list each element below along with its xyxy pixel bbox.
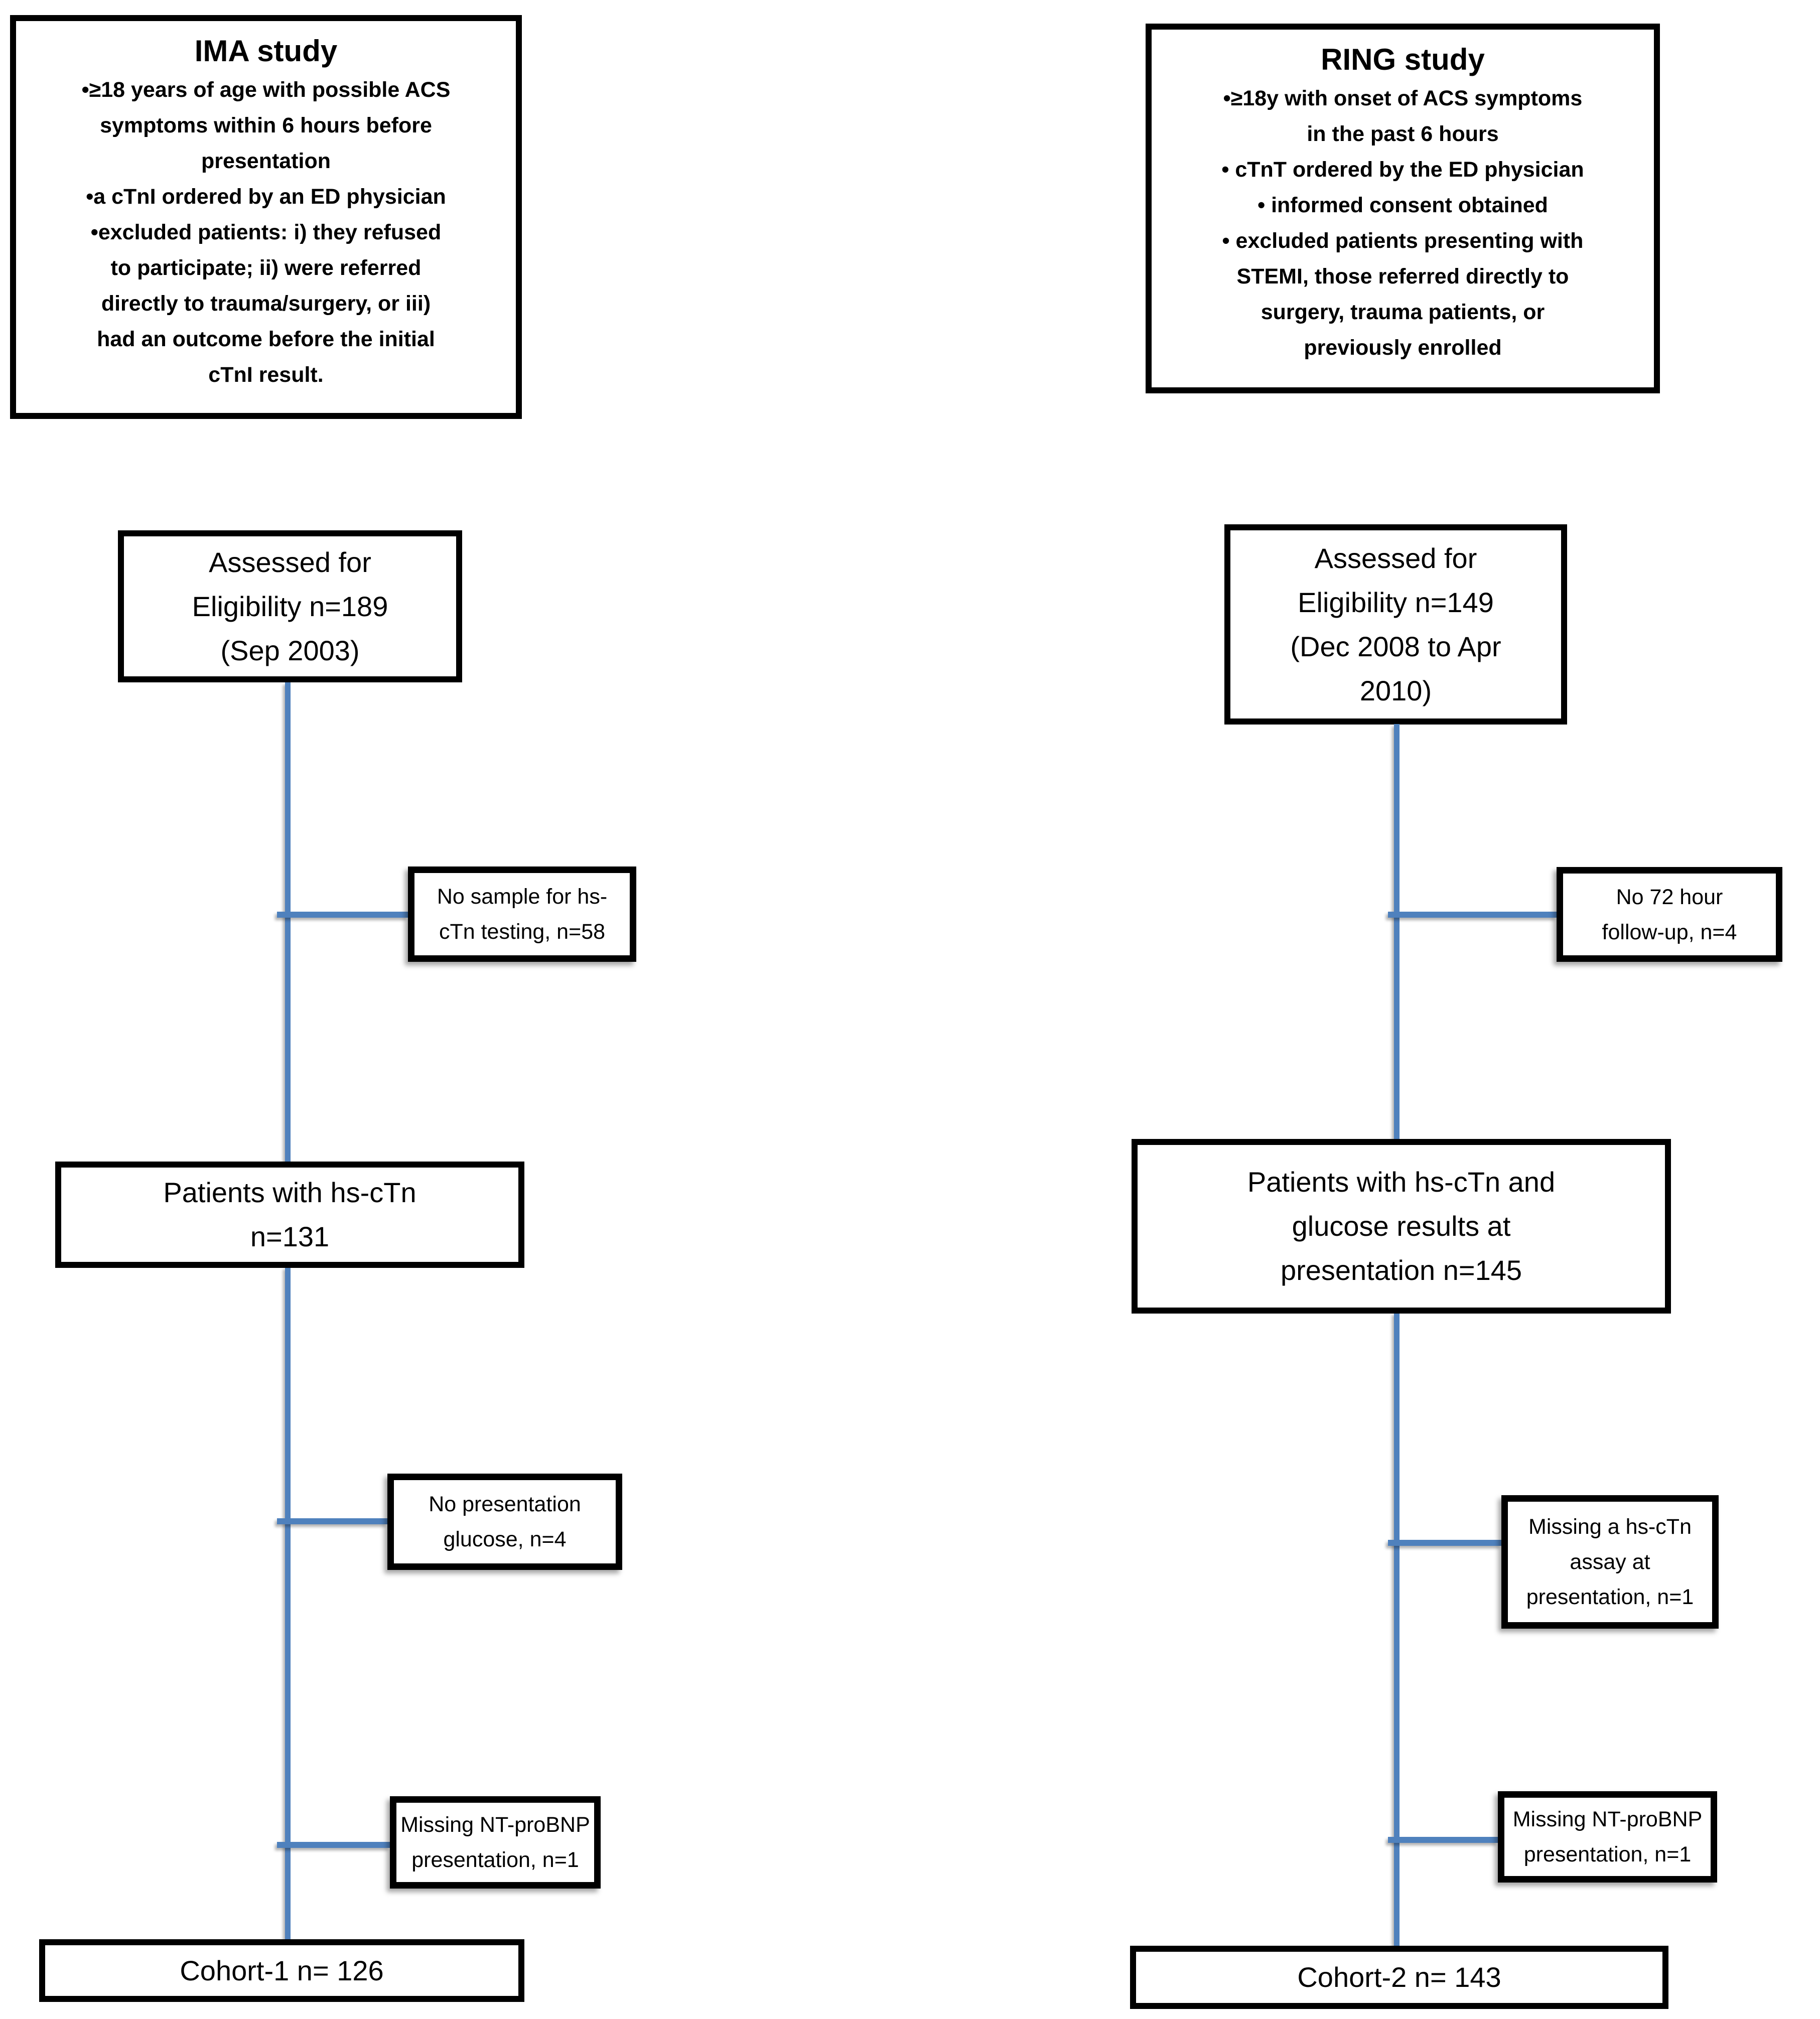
- ring-excluded-missing-assay-text: Missing a hs-cTn assay at presentation, …: [1526, 1515, 1694, 1609]
- cohort-1-box: Cohort-1 n= 126: [39, 1939, 524, 2002]
- ring-criteria-bullet-consent: • informed consent obtained: [1257, 193, 1548, 217]
- ima-excluded-no-sample-box: No sample for hs- cTn testing, n=58: [408, 867, 636, 962]
- ring-study-title: RING study: [1321, 43, 1485, 76]
- ima-criteria-bullet-ctni: •a cTnI ordered by an ED physician: [86, 185, 446, 209]
- ima-assessed-eligibility-box: Assessed for Eligibility n=189 (Sep 2003…: [118, 530, 462, 682]
- right-branch-no-followup-connector: [1388, 912, 1557, 918]
- ima-patients-hs-ctn-text: Patients with hs-cTn n=131: [163, 1177, 416, 1252]
- ima-excluded-no-sample-text: No sample for hs- cTn testing, n=58: [437, 885, 608, 944]
- ima-criteria-bullet-age: •≥18 years of age with possible ACS symp…: [81, 78, 451, 173]
- cohort-1-text: Cohort-1 n= 126: [180, 1954, 384, 1986]
- ring-excluded-missing-assay-box: Missing a hs-cTn assay at presentation, …: [1501, 1495, 1719, 1629]
- ring-assessed-eligibility-text: Assessed for Eligibility n=149 (Dec 2008…: [1290, 542, 1501, 706]
- left-branch-missing-ntprobnp-connector: [277, 1842, 390, 1848]
- ring-excluded-no-followup-box: No 72 hour follow-up, n=4: [1557, 867, 1782, 962]
- ring-excluded-no-followup-text: No 72 hour follow-up, n=4: [1602, 885, 1737, 944]
- left-spine-upper-connector: [285, 682, 291, 1163]
- ima-study-criteria-box: IMA study •≥18 years of age with possibl…: [10, 15, 522, 419]
- ring-criteria-bullet-excluded: • excluded patients presenting with STEM…: [1222, 229, 1584, 360]
- ima-patients-hs-ctn-box: Patients with hs-cTn n=131: [55, 1162, 524, 1268]
- cohort-2-box: Cohort-2 n= 143: [1130, 1946, 1668, 2009]
- ring-study-criteria-box: RING study •≥18y with onset of ACS sympt…: [1146, 24, 1660, 393]
- ima-excluded-no-glucose-box: No presentation glucose, n=4: [387, 1474, 622, 1570]
- ima-study-title: IMA study: [194, 34, 338, 68]
- ima-criteria-bullet-excluded: •excluded patients: i) they refused to p…: [90, 220, 442, 387]
- ring-excluded-missing-ntprobnp-box: Missing NT-proBNP presentation, n=1: [1498, 1791, 1717, 1883]
- ring-criteria-bullet-ctnt: • cTnT ordered by the ED physician: [1221, 158, 1584, 182]
- left-spine-lower-connector: [285, 1267, 291, 1940]
- right-spine-upper-connector: [1394, 724, 1399, 1140]
- ima-assessed-eligibility-text: Assessed for Eligibility n=189 (Sep 2003…: [192, 546, 388, 666]
- ring-excluded-missing-ntprobnp-text: Missing NT-proBNP presentation, n=1: [1512, 1807, 1703, 1866]
- ring-criteria-bullet-age: •≥18y with onset of ACS symptoms in the …: [1223, 86, 1583, 146]
- left-branch-no-sample-connector: [277, 912, 408, 918]
- ima-excluded-missing-ntprobnp-text: Missing NT-proBNP presentation, n=1: [400, 1813, 590, 1872]
- ring-patients-hs-ctn-glucose-box: Patients with hs-cTn and glucose results…: [1132, 1139, 1671, 1314]
- ima-excluded-no-glucose-text: No presentation glucose, n=4: [429, 1492, 581, 1551]
- ima-excluded-missing-ntprobnp-box: Missing NT-proBNP presentation, n=1: [390, 1796, 601, 1889]
- cohort-2-text: Cohort-2 n= 143: [1297, 1961, 1501, 1993]
- right-spine-lower-connector: [1394, 1313, 1399, 1947]
- ring-patients-hs-ctn-glucose-text: Patients with hs-cTn and glucose results…: [1247, 1166, 1556, 1286]
- right-branch-missing-ntprobnp-connector: [1388, 1837, 1498, 1843]
- ring-assessed-eligibility-box: Assessed for Eligibility n=149 (Dec 2008…: [1224, 524, 1567, 725]
- left-branch-no-glucose-connector: [277, 1518, 387, 1524]
- right-branch-missing-assay-connector: [1388, 1540, 1501, 1546]
